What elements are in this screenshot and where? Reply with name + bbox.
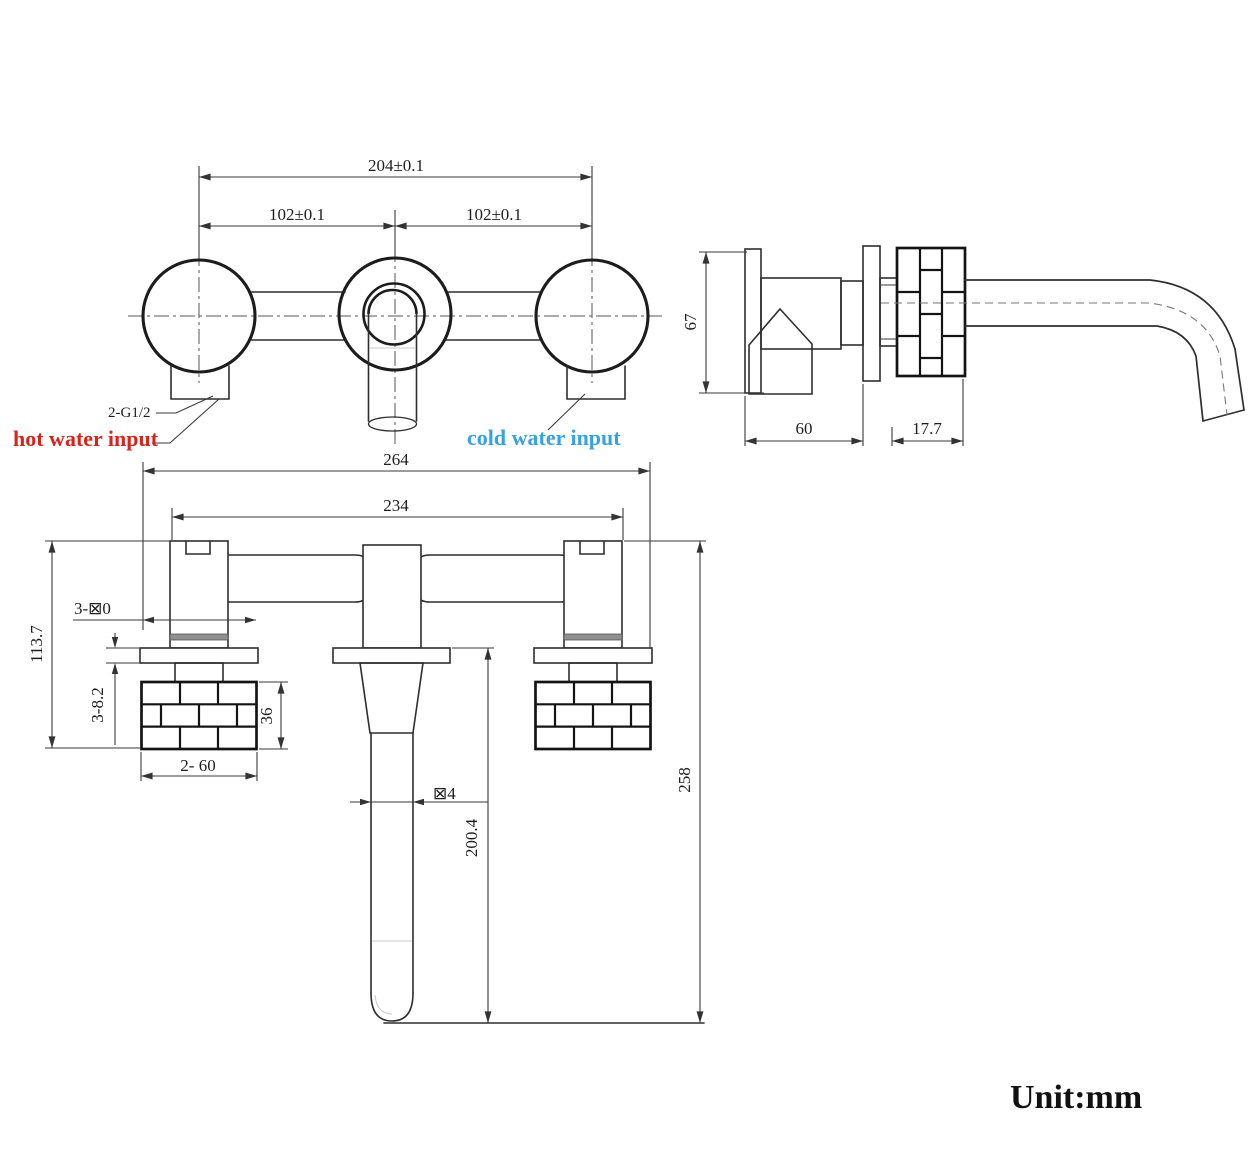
hot-leader-line bbox=[152, 398, 220, 444]
left-flange-plate bbox=[139, 647, 259, 664]
handle-stem-side bbox=[840, 280, 864, 346]
dim-36-label: 36 bbox=[257, 708, 276, 725]
spout-escutcheon bbox=[337, 256, 453, 372]
dim-258-label: 258 bbox=[675, 767, 694, 793]
cold-leader-line bbox=[547, 393, 586, 431]
installation-view-drawing: 264 234 113.7 3-⊠0 3-8.2 36 2- 60 ⊠4 200… bbox=[27, 450, 706, 1024]
left-valve-body bbox=[169, 540, 229, 649]
wall-plate bbox=[744, 248, 762, 394]
knurled-nut-side bbox=[895, 246, 967, 378]
plate-thickness-label: 3-8.2 bbox=[88, 687, 107, 722]
dim-102-right-label: 102±0.1 bbox=[466, 205, 522, 224]
arrowhead bbox=[360, 798, 371, 806]
center-spout-body bbox=[362, 544, 422, 649]
ext-lines-install bbox=[45, 462, 706, 781]
side-view-drawing: 67 60 17.7 bbox=[681, 245, 1245, 446]
dim-17-7-label: 17.7 bbox=[912, 419, 942, 438]
thread-stub-ticks bbox=[880, 284, 897, 340]
arrowhead bbox=[111, 663, 119, 674]
dim-264-label: 264 bbox=[383, 450, 409, 469]
wall-bar-lines bbox=[249, 291, 542, 341]
right-handle-escutcheon bbox=[534, 258, 650, 374]
arrowhead bbox=[111, 637, 119, 648]
ext-lines-top bbox=[198, 166, 593, 259]
spout-centerline bbox=[881, 302, 1228, 416]
left-body-notch bbox=[185, 540, 211, 555]
knurl-pattern-side bbox=[897, 248, 965, 376]
thread-leader-line bbox=[156, 395, 214, 414]
left-thread-collar bbox=[169, 633, 229, 641]
arrowhead bbox=[143, 616, 154, 624]
dim-204-label: 204±0.1 bbox=[368, 156, 424, 175]
spout-taper bbox=[359, 662, 424, 734]
left-handle-escutcheon bbox=[141, 258, 257, 374]
right-handle-stem bbox=[568, 662, 618, 683]
left-knurled-handle bbox=[140, 680, 258, 751]
spout-outer-profile bbox=[964, 279, 1245, 411]
dim-200-4-label: 200.4 bbox=[462, 818, 481, 857]
dim-234-label: 234 bbox=[383, 496, 409, 515]
handle-width-label: 2- 60 bbox=[180, 756, 215, 775]
cold-inlet-base bbox=[566, 365, 626, 400]
left-handle-stem bbox=[174, 662, 224, 683]
front-view-drawing: 204±0.1 102±0.1 102±0.1 2-G1/2 hot water… bbox=[13, 156, 662, 451]
dim-102-left-label: 102±0.1 bbox=[269, 205, 325, 224]
spout-tube-outlet bbox=[367, 416, 418, 432]
right-bar bbox=[406, 554, 584, 603]
arrowhead bbox=[413, 798, 424, 806]
right-knurled-handle bbox=[534, 680, 652, 751]
escutcheon-callout-label: 3-⊠0 bbox=[74, 599, 111, 618]
right-knurl-pattern bbox=[535, 682, 651, 749]
dim-67-label: 67 bbox=[681, 313, 700, 331]
spout-end-cap bbox=[1202, 409, 1245, 422]
valve-seat bbox=[748, 307, 813, 395]
left-knurl-pattern bbox=[141, 682, 257, 749]
spout-collar-circle bbox=[362, 282, 426, 346]
right-valve-body bbox=[563, 540, 623, 649]
valve-body bbox=[760, 277, 842, 350]
center-flange-plate bbox=[332, 647, 451, 664]
right-flange-plate bbox=[533, 647, 653, 664]
hot-water-label: hot water input bbox=[13, 426, 159, 451]
cold-water-label: cold water input bbox=[467, 425, 621, 450]
spout-inner-profile bbox=[964, 325, 1204, 422]
spout-tube-cap-highlight bbox=[374, 994, 393, 1015]
right-body-notch bbox=[579, 540, 605, 555]
spout-tube-top-arc bbox=[367, 288, 418, 315]
spout-tube-cap bbox=[370, 992, 414, 1022]
right-thread-collar bbox=[563, 633, 623, 641]
hot-inlet-base bbox=[170, 365, 230, 400]
spout-tube-sides bbox=[367, 313, 418, 422]
unit-label: Unit:mm bbox=[1010, 1079, 1142, 1116]
flange-plate-side bbox=[862, 245, 881, 382]
spout-down-tube bbox=[370, 732, 414, 994]
spout-dia-label: ⊠4 bbox=[433, 784, 456, 803]
thread-stub bbox=[879, 277, 898, 347]
arrowhead bbox=[245, 616, 256, 624]
dim-113-7-label: 113.7 bbox=[27, 625, 46, 663]
dim-60-label: 60 bbox=[796, 419, 813, 438]
thread-callout-label: 2-G1/2 bbox=[108, 405, 151, 421]
left-bar bbox=[205, 554, 379, 603]
ext-lines-side bbox=[699, 251, 964, 446]
